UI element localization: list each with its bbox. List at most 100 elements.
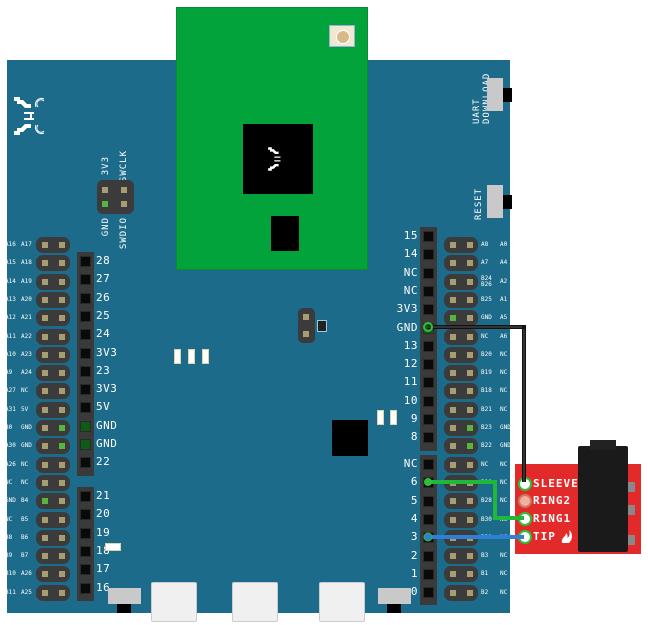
header-pin[interactable]	[80, 256, 91, 267]
dual-pin[interactable]	[467, 516, 473, 523]
header-pin[interactable]	[80, 527, 91, 539]
dual-pin[interactable]	[467, 260, 473, 267]
reset-knob[interactable]	[503, 195, 512, 209]
dual-pin[interactable]	[59, 242, 65, 248]
dual-pin[interactable]	[42, 333, 48, 340]
dual-pin[interactable]	[467, 443, 473, 450]
header-pin[interactable]	[423, 340, 434, 352]
dual-pin[interactable]	[59, 260, 65, 267]
swd-pin[interactable]	[121, 187, 127, 193]
dual-pin[interactable]	[42, 589, 48, 596]
dual-pin[interactable]	[42, 479, 48, 486]
dual-pin[interactable]	[467, 388, 473, 395]
dual-pin[interactable]	[450, 443, 456, 450]
dual-pin[interactable]	[42, 534, 48, 541]
dual-pin[interactable]	[59, 296, 65, 303]
header-pin[interactable]	[80, 509, 91, 521]
dual-pin[interactable]	[59, 443, 65, 450]
dual-pin[interactable]	[450, 406, 456, 413]
header-pin[interactable]	[80, 274, 91, 286]
jumper-pin[interactable]	[303, 331, 309, 337]
dual-pin[interactable]	[59, 388, 65, 395]
dual-pin[interactable]	[450, 461, 456, 468]
dual-pin[interactable]	[42, 278, 48, 285]
swd-pin-gnd[interactable]	[102, 201, 108, 207]
header-pin[interactable]	[423, 513, 434, 525]
ring2-pad[interactable]	[518, 494, 532, 508]
dual-pin[interactable]	[450, 351, 456, 358]
dual-pin[interactable]	[467, 553, 473, 560]
dual-pin[interactable]	[59, 278, 65, 285]
dual-pin[interactable]	[450, 278, 456, 285]
dual-pin[interactable]	[467, 242, 473, 248]
usb-port-2[interactable]	[232, 582, 278, 622]
header-pin[interactable]	[80, 491, 91, 502]
dual-pin[interactable]	[467, 571, 473, 578]
dual-pin[interactable]	[59, 479, 65, 486]
dual-pin[interactable]	[59, 351, 65, 358]
dual-pin[interactable]	[467, 406, 473, 413]
dual-pin[interactable]	[59, 516, 65, 523]
header-pin[interactable]	[80, 545, 91, 557]
dual-pin[interactable]	[42, 242, 48, 248]
dual-pin[interactable]	[450, 370, 456, 377]
swd-pin[interactable]	[121, 201, 127, 207]
jumper-pin[interactable]	[303, 314, 309, 320]
header-pin[interactable]	[80, 347, 91, 359]
dual-pin[interactable]	[42, 296, 48, 303]
dual-pin[interactable]	[467, 351, 473, 358]
dual-pin[interactable]	[42, 553, 48, 560]
header-pin[interactable]	[423, 377, 434, 389]
header-pin[interactable]	[80, 365, 91, 377]
header-pin[interactable]	[423, 550, 434, 562]
usb-port-1[interactable]	[151, 582, 197, 622]
dual-pin[interactable]	[59, 333, 65, 340]
dual-pin[interactable]	[450, 242, 456, 248]
header-pin[interactable]	[80, 310, 91, 322]
dual-pin[interactable]	[42, 260, 48, 267]
header-pin[interactable]	[423, 359, 434, 371]
dual-pin[interactable]	[42, 388, 48, 395]
bottom-right-switch[interactable]	[378, 588, 411, 604]
reset-button[interactable]	[487, 185, 503, 218]
dual-pin[interactable]	[467, 498, 473, 505]
dual-pin[interactable]	[42, 443, 48, 450]
dual-pin[interactable]	[59, 571, 65, 578]
dual-pin[interactable]	[42, 498, 48, 505]
header-pin[interactable]	[80, 402, 91, 414]
header-pin[interactable]	[423, 231, 434, 242]
dual-pin[interactable]	[42, 461, 48, 468]
usb-port-3[interactable]	[319, 582, 365, 622]
header-pin[interactable]	[423, 587, 434, 599]
dual-pin[interactable]	[450, 315, 456, 322]
dual-pin[interactable]	[59, 553, 65, 560]
bottom-right-switch-knob[interactable]	[387, 604, 401, 613]
dual-pin[interactable]	[42, 516, 48, 523]
dual-pin[interactable]	[450, 498, 456, 505]
dual-pin[interactable]	[42, 351, 48, 358]
dual-pin[interactable]	[42, 425, 48, 431]
dual-pin[interactable]	[42, 315, 48, 322]
header-pin[interactable]	[80, 457, 91, 469]
dual-pin[interactable]	[59, 461, 65, 468]
header-pin[interactable]	[80, 292, 91, 304]
header-pin[interactable]	[423, 495, 434, 507]
dual-pin[interactable]	[59, 498, 65, 505]
dual-pin[interactable]	[59, 589, 65, 596]
header-pin[interactable]	[423, 267, 434, 279]
dual-pin[interactable]	[467, 425, 473, 431]
dual-pin[interactable]	[450, 260, 456, 267]
dual-pin[interactable]	[450, 571, 456, 578]
dual-pin[interactable]	[42, 571, 48, 578]
header-pin[interactable]	[423, 249, 434, 261]
uart-download-button[interactable]	[487, 78, 503, 111]
dual-pin[interactable]	[467, 315, 473, 322]
dual-pin[interactable]	[450, 553, 456, 560]
dual-pin[interactable]	[59, 406, 65, 413]
header-pin[interactable]	[423, 459, 434, 470]
dual-pin[interactable]	[450, 589, 456, 596]
header-pin[interactable]	[80, 564, 91, 576]
header-pin[interactable]	[423, 285, 434, 297]
dual-pin[interactable]	[450, 425, 456, 431]
header-pin[interactable]	[80, 439, 91, 450]
